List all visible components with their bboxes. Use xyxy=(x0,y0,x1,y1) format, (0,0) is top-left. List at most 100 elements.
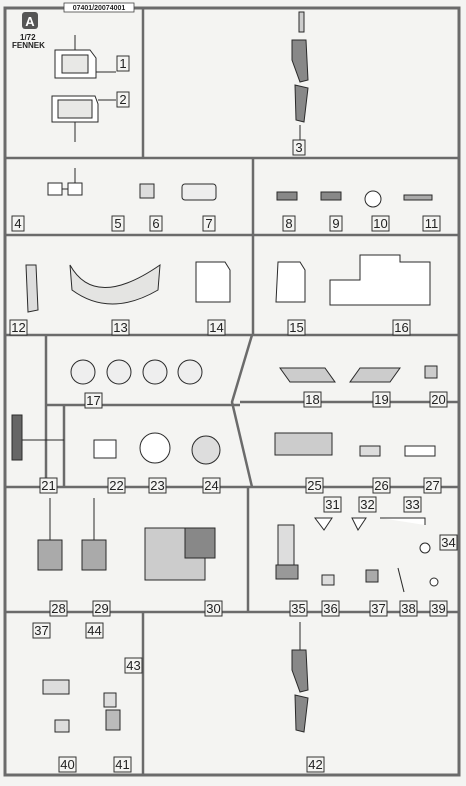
part-number-box xyxy=(429,600,448,617)
part-number-box xyxy=(358,496,377,513)
part-number-box xyxy=(116,91,130,108)
part-34 xyxy=(419,542,431,554)
part-number-box xyxy=(399,600,418,617)
part-number-box xyxy=(116,55,130,72)
part-number-box xyxy=(202,477,221,494)
part-29 xyxy=(81,498,107,571)
part-14 xyxy=(195,261,231,303)
part-number-box xyxy=(85,622,104,639)
part-number-label: 26 xyxy=(374,478,388,493)
part-31 xyxy=(314,517,333,531)
part-1 xyxy=(54,35,116,79)
sprue-header: A 07401/20074001 1/72 FENNEK xyxy=(12,2,135,50)
part-number-label: 37 xyxy=(34,623,48,638)
part-number-box xyxy=(303,391,322,408)
part-number-box xyxy=(439,534,458,551)
part-number-label: 33 xyxy=(405,497,419,512)
part-number-label: 25 xyxy=(307,478,321,493)
part-number-label: 4 xyxy=(14,216,21,231)
part-number-box xyxy=(329,215,343,232)
part-number-label: 18 xyxy=(305,392,319,407)
part-number-box xyxy=(372,391,391,408)
part-24 xyxy=(191,435,221,465)
part-number-box xyxy=(321,600,340,617)
part-9 xyxy=(320,191,342,201)
part-13 xyxy=(69,263,161,305)
part-35 xyxy=(275,524,299,580)
part-25 xyxy=(274,432,333,456)
part-30 xyxy=(144,527,216,581)
scale-label: 1/72 xyxy=(20,33,36,42)
part-23 xyxy=(139,432,171,464)
sprue-letter-badge xyxy=(22,12,38,29)
part-22 xyxy=(93,439,117,459)
part-number-box xyxy=(305,477,324,494)
part-number-box xyxy=(422,215,441,232)
part-number-label: 31 xyxy=(325,497,339,512)
part-5 xyxy=(47,168,83,196)
part-number-box xyxy=(11,215,25,232)
part-number-label: 42 xyxy=(308,757,322,772)
part-32 xyxy=(351,517,367,531)
part-number-box xyxy=(403,496,422,513)
part-number-label: 17 xyxy=(86,393,100,408)
part-number-label: 28 xyxy=(51,601,65,616)
part-number-box xyxy=(323,496,342,513)
part-number-label: 32 xyxy=(360,497,374,512)
part-number-label: 23 xyxy=(150,478,164,493)
model-label: FENNEK xyxy=(12,41,45,50)
part-number-label: 29 xyxy=(94,601,108,616)
part-number-label: 20 xyxy=(431,392,445,407)
part-26 xyxy=(359,445,381,457)
part-11 xyxy=(403,194,433,201)
part-number-label: 6 xyxy=(152,216,159,231)
part-number-box xyxy=(111,319,130,336)
part-number-box xyxy=(287,319,306,336)
part-number-label: 10 xyxy=(373,216,387,231)
part-number-label: 43 xyxy=(126,658,140,673)
part-number-label: 14 xyxy=(209,320,223,335)
part-number-label: 2 xyxy=(119,92,126,107)
part-number-box xyxy=(372,477,391,494)
part-18 xyxy=(279,367,336,383)
part-number-box xyxy=(289,600,308,617)
part-number-box xyxy=(111,215,125,232)
part-number-label: 44 xyxy=(87,623,101,638)
part-8 xyxy=(276,191,298,201)
part-number-box xyxy=(149,215,163,232)
part-number-label: 41 xyxy=(115,757,129,772)
part-number-label: 27 xyxy=(425,478,439,493)
part-number-label: 36 xyxy=(323,601,337,616)
part-number-box xyxy=(392,319,411,336)
part-number-label: 35 xyxy=(291,601,305,616)
part-number-label: 9 xyxy=(332,216,339,231)
part-39 xyxy=(429,577,439,587)
part-36 xyxy=(321,574,335,586)
part-number-label: 30 xyxy=(206,601,220,616)
part-33 xyxy=(380,517,426,525)
part-number-label: 24 xyxy=(204,478,218,493)
part-number-box xyxy=(9,319,28,336)
part-number-label: 38 xyxy=(401,601,415,616)
part-40-41-area xyxy=(42,679,121,733)
part-number-box xyxy=(306,756,325,773)
runners xyxy=(5,8,459,775)
part-number-box xyxy=(92,600,111,617)
part-number-box xyxy=(49,600,68,617)
part-number-label: 3 xyxy=(295,140,302,155)
part-7 xyxy=(181,183,217,201)
part-number-label: 1 xyxy=(119,56,126,71)
part-10 xyxy=(364,190,382,208)
part-number-box xyxy=(113,756,132,773)
part-number-label: 12 xyxy=(11,320,25,335)
part-number-label: 37 xyxy=(371,601,385,616)
part-number-label: 40 xyxy=(60,757,74,772)
part-21-antenna xyxy=(11,414,64,461)
part-16 xyxy=(329,254,431,306)
part-number-box xyxy=(371,215,390,232)
part-28 xyxy=(37,498,63,571)
part-19 xyxy=(349,367,401,383)
part-number-box xyxy=(369,600,388,617)
sprue-code: 07401/20074001 xyxy=(73,5,126,12)
